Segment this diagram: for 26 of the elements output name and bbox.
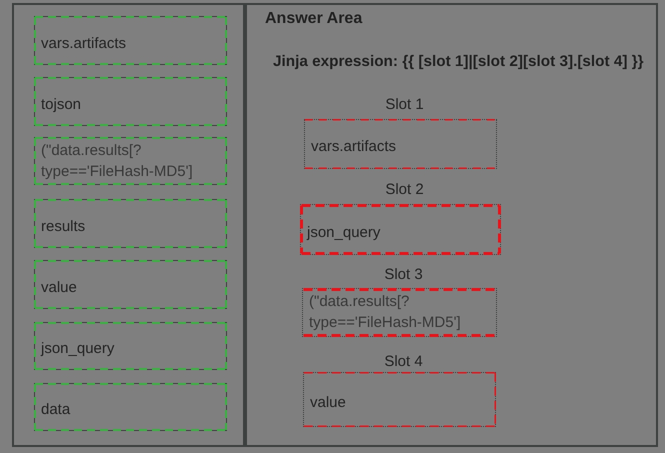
expression-text: Jinja expression: {{ [slot 1]|[slot 2][slot 3].[slot 4] }}	[273, 52, 644, 72]
slot-label: Slot 2	[385, 181, 424, 199]
option-card	[34, 322, 227, 370]
option-card	[34, 260, 227, 309]
option-text: vars.artifacts	[41, 34, 126, 54]
slot-answer: vars.artifacts	[311, 137, 396, 157]
slot-answer: ("data.results[? type=='FileHash-MD5']	[309, 292, 462, 333]
option-panel	[12, 3, 245, 447]
option-card	[34, 16, 227, 65]
answer-panel	[245, 3, 658, 447]
option-text: json_query	[41, 339, 114, 359]
panel-heading: Answer Area	[265, 9, 362, 29]
option-card	[34, 137, 227, 185]
slot-label: Slot 1	[385, 96, 424, 114]
slot-answer: json_query	[307, 222, 380, 242]
option-card	[34, 199, 227, 248]
option-card	[34, 77, 227, 126]
option-text: data	[41, 400, 70, 420]
slot-answer: value	[310, 392, 346, 412]
option-card	[34, 383, 227, 431]
option-text: ("data.results[? type=='FileHash-MD5']	[41, 141, 194, 182]
option-text: value	[41, 278, 77, 298]
option-text: tojson	[41, 94, 82, 114]
slot-label: Slot 3	[384, 266, 423, 284]
slot-label: Slot 4	[384, 353, 423, 371]
option-text: results	[41, 216, 86, 236]
